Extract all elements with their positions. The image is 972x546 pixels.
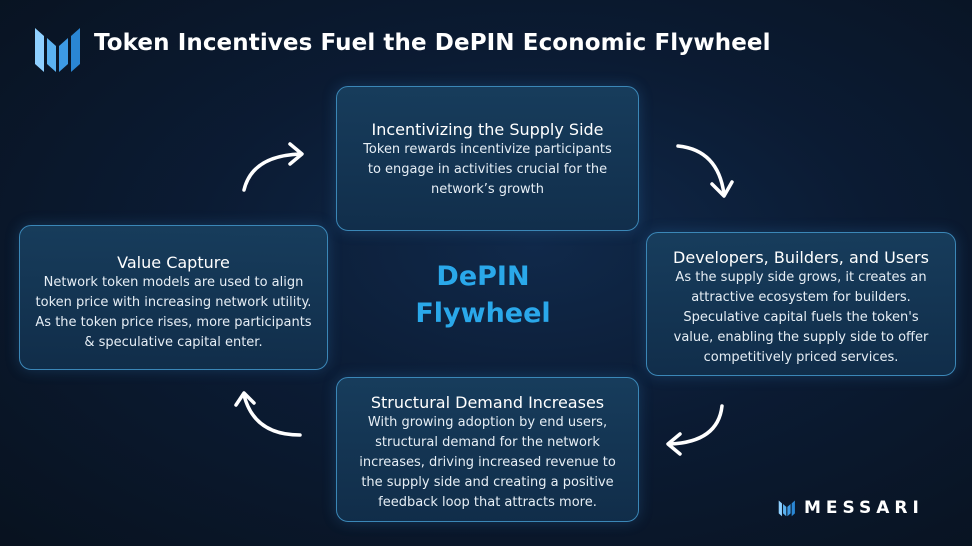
center-label-line2: Flywheel (415, 298, 551, 329)
curved-arrow-icon (666, 404, 724, 456)
curved-arrow-icon (242, 142, 304, 192)
messari-logo-icon (35, 28, 80, 72)
card-body: Network token models are used to align t… (35, 275, 312, 350)
page-title: Token Incentives Fuel the DePIN Economic… (94, 30, 771, 56)
card-body: Token rewards incentivize participants t… (363, 142, 612, 197)
card-body: As the supply side grows, it creates an … (673, 270, 929, 365)
card-title: Developers, Builders, and Users (673, 248, 929, 267)
curved-arrow-icon (234, 391, 302, 437)
messari-logo-icon (778, 500, 795, 517)
card-developers-builders-users: Developers, Builders, and Users As the s… (646, 232, 956, 376)
flywheel-center-label: DePIN Flywheel (383, 258, 583, 332)
curved-arrow-icon (676, 144, 734, 198)
brand-name: MESSARI (804, 498, 924, 518)
brand-footer: MESSARI (778, 498, 924, 518)
center-label-line1: DePIN (436, 261, 530, 292)
card-title: Value Capture (117, 253, 230, 272)
card-title: Incentivizing the Supply Side (371, 120, 604, 139)
card-title: Structural Demand Increases (370, 393, 605, 412)
card-body: With growing adoption by end users, stru… (359, 415, 616, 510)
card-value-capture: Value Capture Network token models are u… (19, 225, 328, 370)
card-supply-side: Incentivizing the Supply Side Token rewa… (336, 86, 639, 231)
card-structural-demand: Structural Demand Increases With growing… (336, 377, 639, 522)
